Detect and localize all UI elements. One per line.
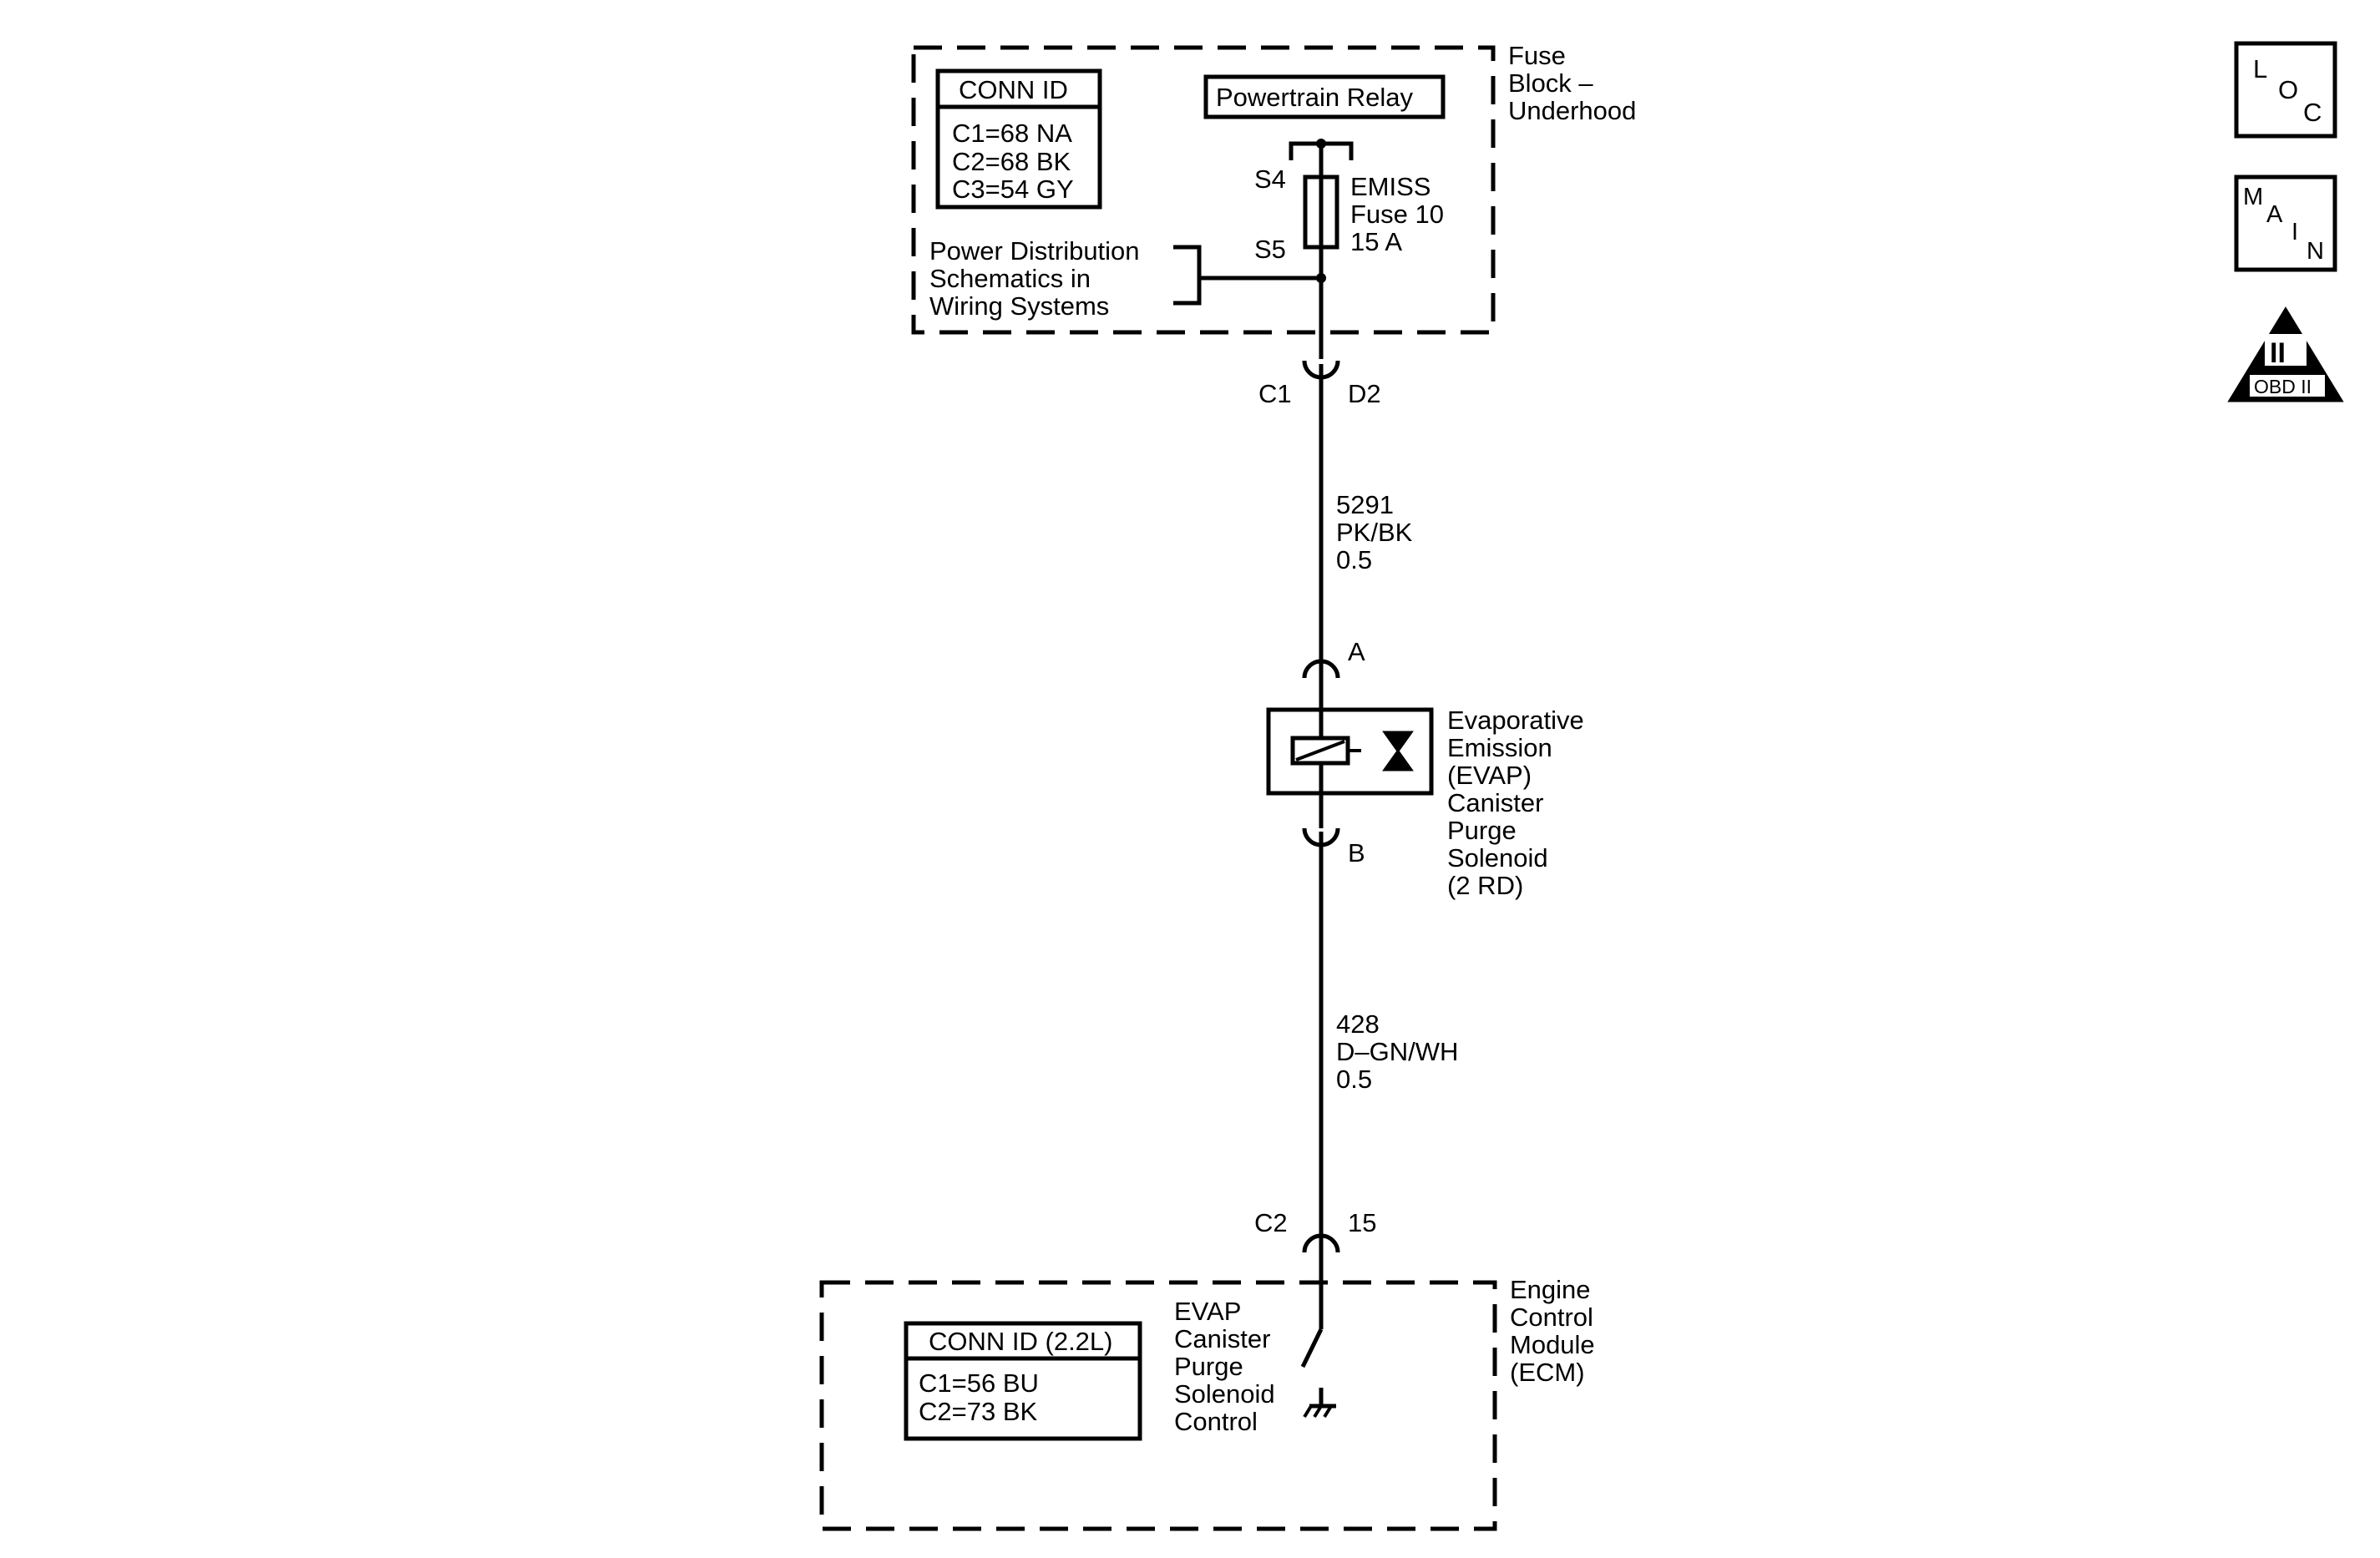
splice-dot: [1316, 139, 1326, 149]
obd-ii-icon[interactable]: II OBD II: [2227, 306, 2344, 402]
engine-control-module: Engine Control Module (ECM) CONN ID (2.2…: [819, 1275, 1602, 1531]
ecm-control-label: EVAP Canister Purge Solenoid Control: [1174, 1297, 1282, 1436]
ecm-conn-id-c2: C2=73 BK: [919, 1397, 1038, 1426]
control-switch: [1300, 1328, 1324, 1368]
conn-id-header: CONN ID: [959, 75, 1068, 104]
fuse-block-label: Fuse Block – Underhood: [1508, 41, 1636, 125]
conn-id-c1: C1=68 NA: [952, 119, 1072, 148]
connector-15-pin: 15: [1348, 1208, 1376, 1237]
powertrain-relay-label: Powertrain Relay: [1216, 83, 1414, 112]
wire-5291-label: 5291 PK/BK 0.5: [1336, 490, 1420, 574]
power-distribution-note: Power Distribution Schematics in Wiring …: [929, 236, 1147, 321]
valve-icon: [1382, 731, 1414, 771]
loc-icon[interactable]: L O C: [2234, 41, 2337, 139]
svg-text:L: L: [2253, 54, 2267, 83]
ecm-label: Engine Control Module (ECM): [1510, 1275, 1602, 1387]
svg-text:C: C: [2303, 98, 2322, 127]
connector-symbol: [1302, 1233, 1340, 1253]
svg-text:N: N: [2307, 238, 2324, 265]
svg-text:I: I: [2291, 219, 2298, 245]
ecm-conn-id-header: CONN ID (2.2L): [929, 1327, 1112, 1356]
svg-text:O: O: [2278, 75, 2298, 104]
solenoid-label: Evaporative Emission (EVAP) Canister Pur…: [1447, 706, 1591, 900]
connector-d2-pin: D2: [1348, 379, 1381, 408]
ecm-conn-id-c1: C1=56 BU: [919, 1368, 1039, 1398]
ecm-conn-id-table: CONN ID (2.2L) C1=56 BU C2=73 BK: [904, 1321, 1142, 1441]
conn-id-c2: C2=68 BK: [952, 147, 1071, 176]
connector-c2-label: C2: [1254, 1208, 1288, 1237]
ecm-boundary: [819, 1280, 1497, 1531]
splice-s4-label: S4: [1254, 164, 1286, 194]
connector-c1-label: C1: [1258, 379, 1292, 408]
svg-text:M: M: [2243, 184, 2263, 210]
svg-text:OBD II: OBD II: [2254, 376, 2312, 397]
fuse-label: EMISS Fuse 10 15 A: [1350, 172, 1451, 256]
splice-s5-label: S5: [1254, 235, 1286, 264]
connector-c2-15: C2 15: [1254, 1208, 1376, 1329]
svg-text:II: II: [2270, 337, 2286, 369]
fuse-block-underhood: Fuse Block – Underhood CONN ID C1=68 NA …: [911, 41, 1636, 344]
solenoid-pin-a: A: [1348, 637, 1365, 666]
wire-428-label: 428 D–GN/WH 0.5: [1336, 1009, 1466, 1094]
fuse-block-conn-id-table: CONN ID C1=68 NA C2=68 BK C3=54 GY: [935, 68, 1102, 210]
fuse-block-boundary: [911, 45, 1496, 335]
conn-id-c3: C3=54 GY: [952, 175, 1074, 204]
svg-text:A: A: [2266, 201, 2283, 228]
solenoid-pin-b: B: [1348, 838, 1365, 868]
power-distribution-bracket: [1173, 245, 1202, 306]
main-icon[interactable]: M A I N: [2234, 175, 2337, 272]
solenoid-connector-a: [1302, 659, 1340, 679]
powertrain-relay: Powertrain Relay: [1203, 74, 1446, 119]
evap-canister-purge-solenoid: A B Evaporative Emission (EVAP) Canister…: [1266, 637, 1591, 900]
